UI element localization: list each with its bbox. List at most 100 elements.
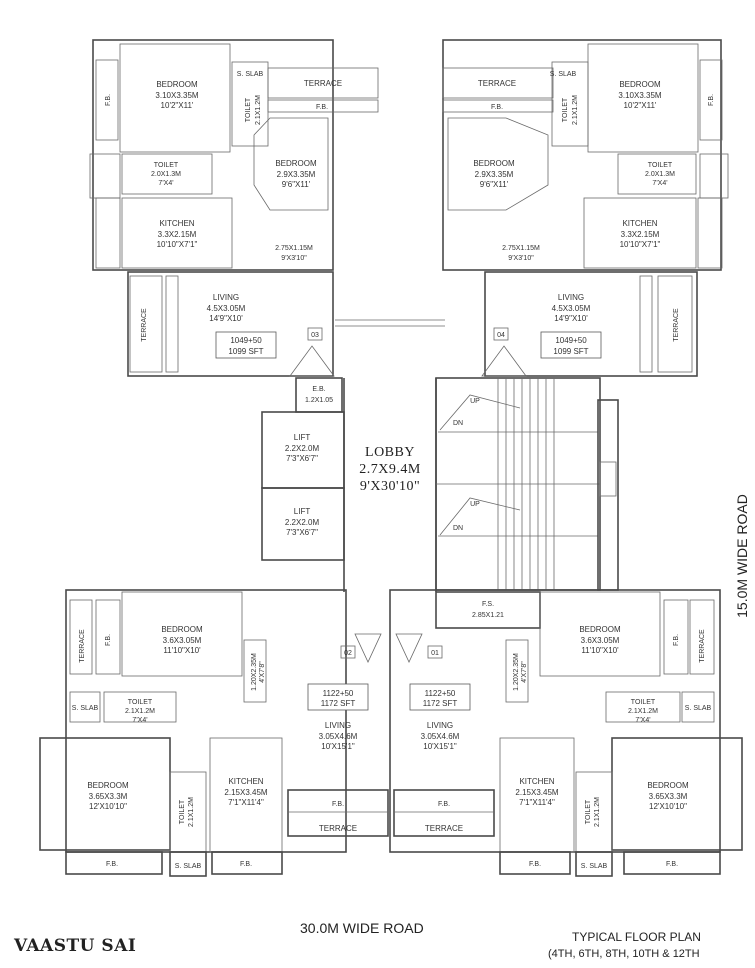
terrace-label: TERRACE bbox=[79, 629, 86, 663]
area-label: 1049+50 bbox=[230, 336, 262, 345]
bedroom-size-imperial: 11'10"X10' bbox=[581, 646, 619, 655]
kitchen-size-metric: 2.15X3.45M bbox=[224, 788, 267, 797]
flat-number: 02 bbox=[344, 650, 352, 657]
toilet-size-metric: 2.1X1.2M bbox=[572, 95, 579, 125]
terrace-label: TERRACE bbox=[304, 79, 342, 88]
area-total-label: 1099 SFT bbox=[228, 347, 263, 356]
bedroom-size-metric: 2.9X3.35M bbox=[475, 170, 514, 179]
living-size-imperial: 10'X15'1" bbox=[321, 742, 355, 751]
flower-bed-label: F.B. bbox=[105, 634, 112, 646]
terrace-label: TERRACE bbox=[673, 308, 680, 342]
living-label: LIVING bbox=[213, 293, 239, 302]
bedroom-label: BEDROOM bbox=[156, 80, 198, 89]
toilet-label: TOILET bbox=[648, 162, 673, 169]
area-total-label: 1172 SFT bbox=[423, 699, 458, 708]
kitchen-label: KITCHEN bbox=[519, 777, 554, 786]
service-slab-label: S. SLAB bbox=[72, 705, 99, 712]
stair-down-label: DN bbox=[453, 420, 463, 427]
bedroom-size-metric: 3.6X3.05M bbox=[581, 636, 620, 645]
terrace-label: TERRACE bbox=[141, 308, 148, 342]
service-slab-label: S. SLAB bbox=[685, 705, 712, 712]
toilet-size-metric: 2.1X1.2M bbox=[188, 797, 195, 827]
bedroom-label: BEDROOM bbox=[87, 781, 129, 790]
bedroom-label: BEDROOM bbox=[473, 159, 515, 168]
bedroom-size-imperial: 12'X10'10" bbox=[649, 802, 687, 811]
passage-size-metric: 1.20X2.35M bbox=[513, 653, 520, 691]
bedroom-label: BEDROOM bbox=[579, 625, 621, 634]
flower-bed-label: F.B. bbox=[673, 634, 680, 646]
toilet-label: TOILET bbox=[631, 699, 656, 706]
terrace-label: TERRACE bbox=[425, 824, 463, 833]
kitchen-size-imperial: 10'10"X7'1" bbox=[157, 240, 198, 249]
flat-number: 04 bbox=[497, 332, 505, 339]
service-slab-label: S. SLAB bbox=[550, 71, 577, 78]
passage-size-metric: 1.20X2.35M bbox=[251, 653, 258, 691]
kitchen-label: KITCHEN bbox=[228, 777, 263, 786]
lift-size-imperial: 7'3"X6'7" bbox=[286, 454, 318, 463]
passage-size-metric: 2.75X1.15M bbox=[502, 245, 540, 252]
bedroom-size-metric: 2.9X3.35M bbox=[277, 170, 316, 179]
living-size-imperial: 14'9"X10' bbox=[209, 314, 243, 323]
toilet-label: TOILET bbox=[585, 799, 592, 824]
living-label: LIVING bbox=[558, 293, 584, 302]
flower-bed-label: F.B. bbox=[666, 861, 678, 868]
flower-bed-label: F.B. bbox=[491, 104, 503, 111]
flower-bed-label: F.B. bbox=[106, 861, 118, 868]
passage-size-imperial: 4'X7'8" bbox=[521, 661, 528, 683]
terrace-label: TERRACE bbox=[319, 824, 357, 833]
area-label: 1122+50 bbox=[425, 689, 456, 698]
flat-number: 03 bbox=[311, 332, 319, 339]
brand-name: VAASTU SAI bbox=[14, 936, 137, 956]
area-label: 1122+50 bbox=[323, 689, 354, 698]
bedroom-size-metric: 3.65X3.3M bbox=[649, 792, 688, 801]
kitchen-size-metric: 3.3X2.15M bbox=[621, 230, 660, 239]
living-label: LIVING bbox=[427, 721, 453, 730]
toilet-size-imperial: 7'X4' bbox=[652, 180, 667, 187]
bedroom-size-imperial: 10'2"X11' bbox=[624, 101, 657, 110]
area-label: 1049+50 bbox=[555, 336, 587, 345]
plan-floors: (4TH, 6TH, 8TH, 10TH & 12TH bbox=[548, 948, 700, 960]
terrace-label: TERRACE bbox=[699, 629, 706, 663]
plan-title: TYPICAL FLOOR PLAN bbox=[572, 930, 701, 944]
toilet-size-metric: 2.1X1.2M bbox=[125, 708, 155, 715]
flat-bottom-right: BEDROOM 3.6X3.05M 11'10"X10' BEDROOM 3.6… bbox=[389, 589, 743, 877]
toilet-size-imperial: 7'X4' bbox=[158, 180, 173, 187]
kitchen-size-imperial: 7'1"X11'4" bbox=[228, 798, 264, 807]
terrace-label: TERRACE bbox=[478, 79, 516, 88]
bedroom-size-metric: 3.65X3.3M bbox=[89, 792, 128, 801]
electric-box-size: 1.2X1.05 bbox=[305, 397, 333, 404]
road-label-bottom: 30.0M WIDE ROAD bbox=[300, 920, 424, 936]
flower-bed-label: F.B. bbox=[105, 94, 112, 106]
passage-size-imperial: 9'X3'10" bbox=[281, 255, 307, 262]
bedroom-label: BEDROOM bbox=[647, 781, 689, 790]
bedroom-size-metric: 3.6X3.05M bbox=[163, 636, 202, 645]
lobby-size-metric: 2.7X9.4M bbox=[359, 462, 421, 477]
bedroom-label: BEDROOM bbox=[619, 80, 661, 89]
toilet-label: TOILET bbox=[179, 799, 186, 824]
living-size-imperial: 14'9"X10' bbox=[554, 314, 588, 323]
stair-down-label: DN bbox=[453, 525, 463, 532]
bedroom-size-imperial: 11'10"X10' bbox=[163, 646, 201, 655]
flat-number: 01 bbox=[431, 650, 439, 657]
flower-bed-label: F.B. bbox=[708, 94, 715, 106]
toilet-label: TOILET bbox=[128, 699, 153, 706]
bedroom-label: BEDROOM bbox=[275, 159, 317, 168]
bedroom-size-imperial: 9'6"X11' bbox=[282, 180, 311, 189]
lift-label: LIFT bbox=[294, 433, 311, 442]
toilet-size-metric: 2.0X1.3M bbox=[645, 171, 675, 178]
kitchen-size-metric: 2.15X3.45M bbox=[515, 788, 558, 797]
living-label: LIVING bbox=[325, 721, 351, 730]
toilet-size-metric: 2.1X1.2M bbox=[594, 797, 601, 827]
bedroom-size-imperial: 9'6"X11' bbox=[480, 180, 509, 189]
toilet-label: TOILET bbox=[154, 162, 179, 169]
toilet-size-metric: 2.1X1.2M bbox=[628, 708, 658, 715]
flat-bottom-left: BEDROOM 3.6X3.05M 11'10"X10' BEDROOM 3.6… bbox=[39, 589, 389, 877]
road-label-right: 15.0M WIDE ROAD bbox=[734, 494, 750, 618]
bedroom-size-imperial: 10'2"X11' bbox=[161, 101, 194, 110]
electric-box-label: E.B. bbox=[312, 386, 325, 393]
living-size-imperial: 10'X15'1" bbox=[423, 742, 457, 751]
toilet-size-metric: 2.1X1.2M bbox=[255, 95, 262, 125]
flower-bed-label: F.B. bbox=[332, 801, 344, 808]
fire-shaft-size: 2.85X1.21 bbox=[472, 612, 504, 619]
lift-size-imperial: 7'3"X6'7" bbox=[286, 528, 318, 537]
